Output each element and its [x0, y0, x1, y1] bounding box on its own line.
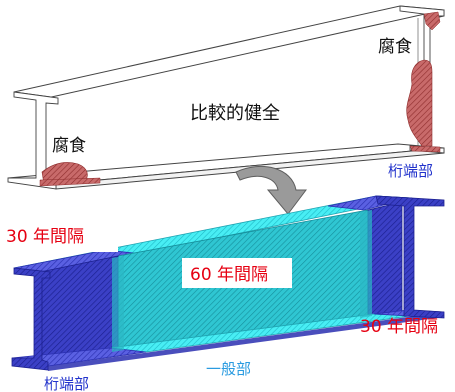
- interval-60-bg: [182, 258, 292, 288]
- bottom-girder-web-end-left: [39, 255, 119, 363]
- bottom-girder-left-end-face: [11, 267, 51, 371]
- curved-arrow-down-icon: [235, 165, 307, 215]
- top-girder-left-end-face: [7, 91, 59, 190]
- corrosion-patch-left-flange: [39, 177, 101, 187]
- interval-30-left-label: 30 年間隔: [6, 227, 84, 247]
- bottom-girder-web-end-right: [367, 201, 403, 319]
- interval-60-label: 60 年間隔: [190, 265, 268, 285]
- corrosion-patch-right: [406, 59, 433, 147]
- top-sound-label: 比較的健全: [190, 103, 280, 124]
- corrosion-patch-right-flange: [409, 145, 441, 153]
- general-part-label: 一般部: [206, 360, 251, 378]
- bottom-girder: [11, 195, 445, 371]
- bottom-girder-right-end-face: [375, 195, 445, 319]
- top-corrosion-left-label: 腐食: [52, 136, 86, 156]
- top-girder: 腐食 腐食 比較的健全: [7, 5, 445, 190]
- interval-30-right-label: 30 年間隔: [360, 317, 438, 337]
- top-corrosion-right-label: 腐食: [378, 37, 412, 57]
- interval-30-left-bg: [0, 222, 118, 252]
- corrosion-patch-right-top: [423, 11, 441, 31]
- girder-end-bottom-label: 桁端部: [44, 375, 89, 392]
- bottom-girder-bottom-flange-edge: [48, 312, 444, 371]
- girder-end-top-label: 桁端部: [388, 162, 433, 180]
